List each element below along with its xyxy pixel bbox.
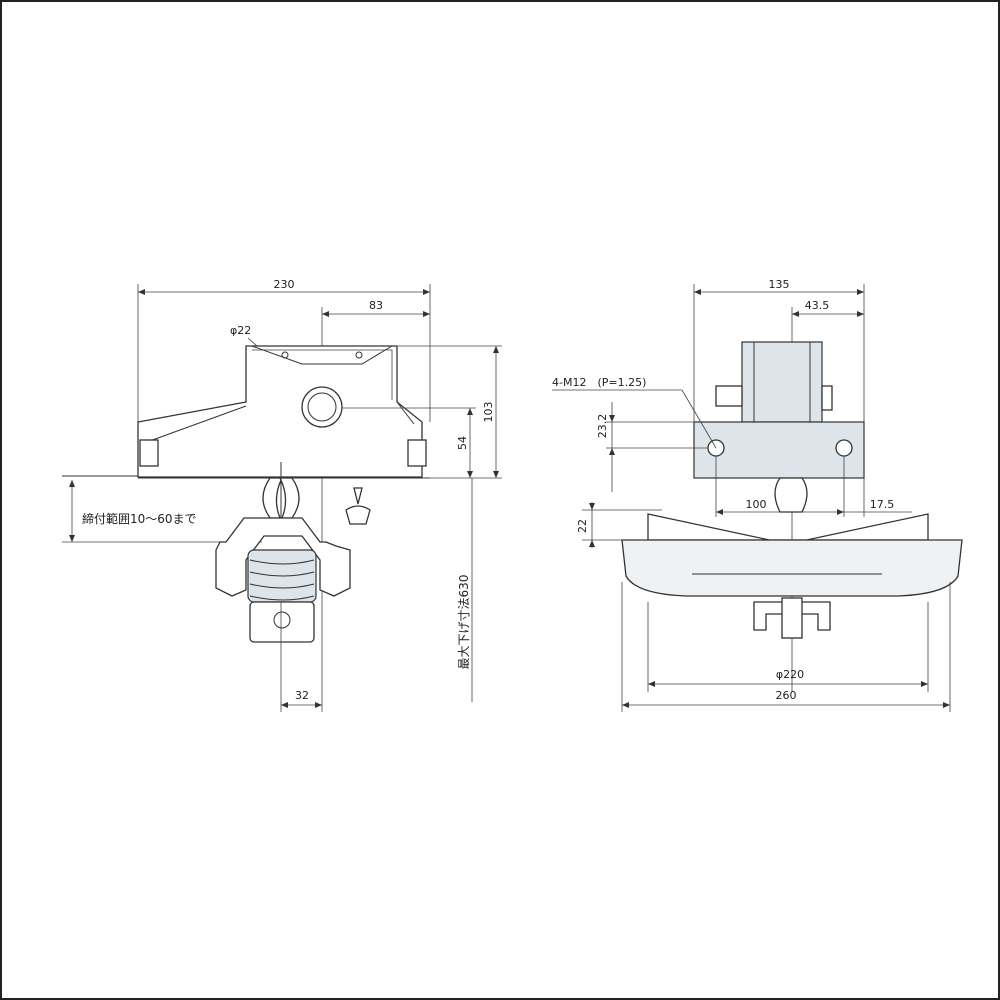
dim-100-label: 100 — [746, 498, 767, 511]
dim-32-label: 32 — [295, 689, 309, 702]
dim-83-label: 83 — [369, 299, 383, 312]
dim-54-label: 54 — [456, 436, 469, 450]
spring-frame — [215, 517, 351, 597]
upper-block — [741, 341, 823, 423]
dim-23-2-label: 23.2 — [596, 414, 609, 439]
bolt-hole-right — [835, 439, 853, 457]
dim-phi22-label: φ22 — [230, 324, 251, 337]
dim-260-label: 260 — [776, 689, 797, 702]
dim-43-5-label: 43.5 — [805, 299, 830, 312]
dim-17-5-label: 17.5 — [870, 498, 895, 511]
dim-phi220-label: φ220 — [776, 668, 804, 681]
left-view: 230 83 φ22 103 — [62, 278, 502, 712]
wheel-plate — [621, 539, 963, 597]
max-hang-label: 最大下げ寸法630 — [457, 575, 471, 670]
dim-22-label: 22 — [576, 519, 589, 533]
bolt-spec-label: 4-M12 (P=1.25) — [552, 376, 646, 389]
left-bracket-body — [137, 345, 423, 478]
clamp-range-label: 締付範囲10～60まで — [82, 511, 197, 526]
dim-103-label: 103 — [482, 402, 495, 423]
dim-230-label: 230 — [274, 278, 295, 291]
dim-135-label: 135 — [769, 278, 790, 291]
right-view: 135 43.5 4-M12 (P=1.25) 23.2 — [552, 278, 963, 712]
